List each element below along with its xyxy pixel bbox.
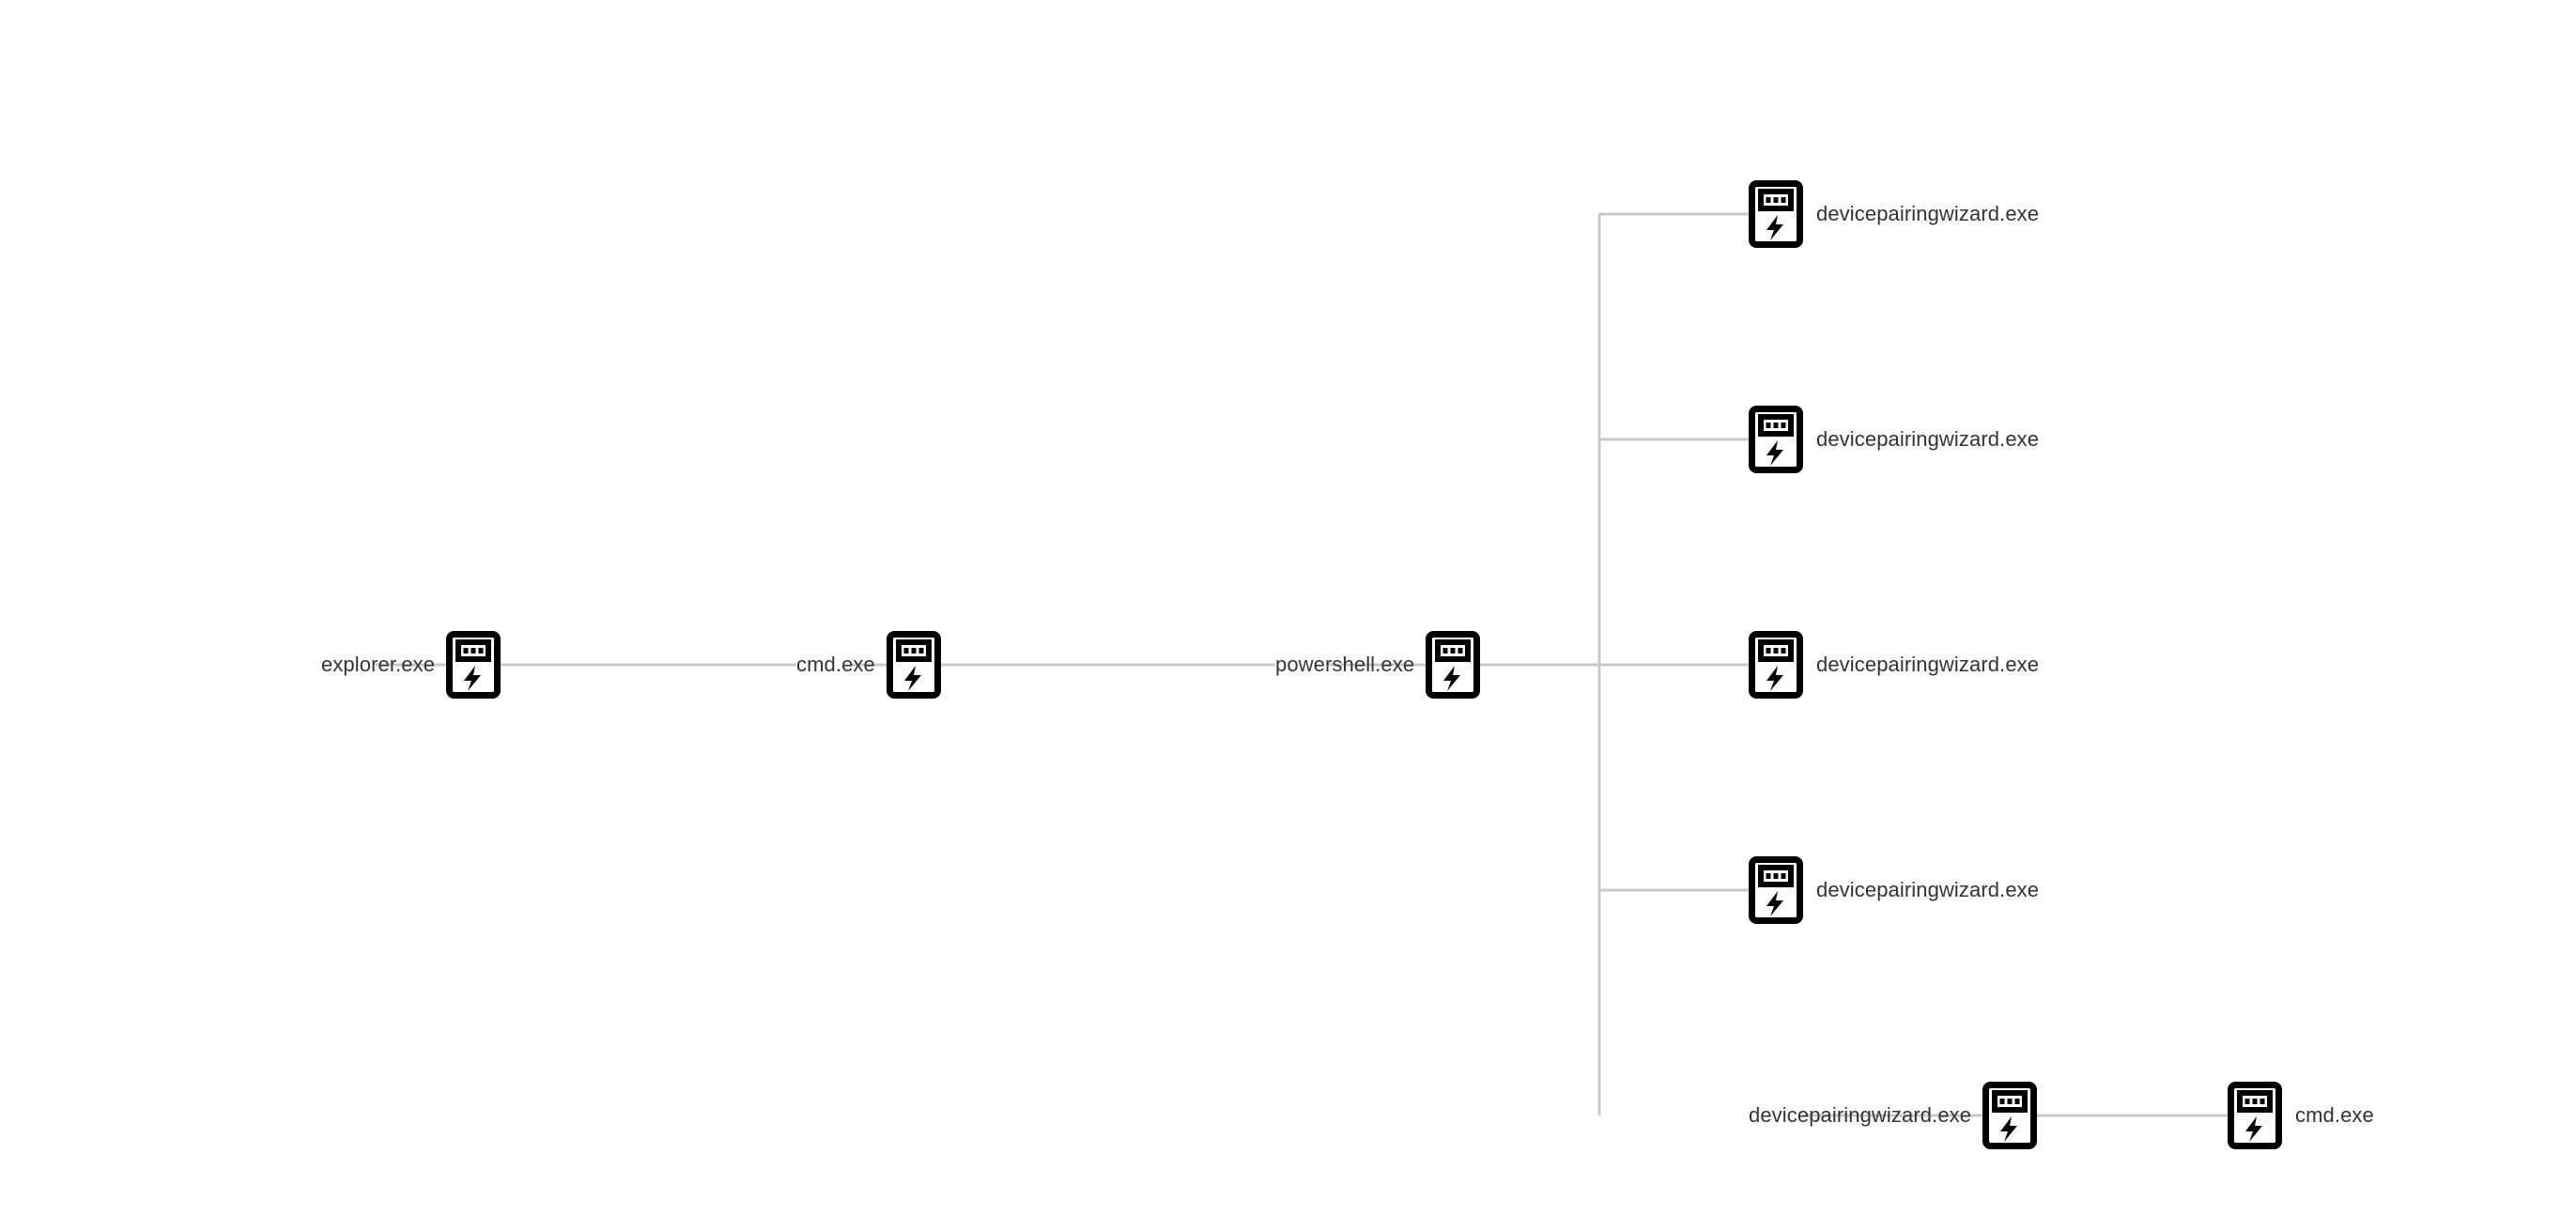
process-power-device-icon [2228,1082,2282,1149]
node-label: devicepairingwizard.exe [1816,427,2040,451]
process-power-device-icon [1749,180,1803,248]
node-label: explorer.exe [321,653,436,676]
node-label: powershell.exe [1275,653,1415,676]
process-power-device-icon [1426,631,1481,699]
node-label: devicepairingwizard.exe [1816,202,2040,225]
process-power-device-icon [1749,631,1803,699]
node-label: devicepairingwizard.exe [1816,878,2040,901]
node-label: devicepairingwizard.exe [1816,653,2040,676]
process-power-device-icon [1749,856,1803,924]
node-cmd-exe-1[interactable]: cmd.exe [796,631,941,699]
node-label: cmd.exe [2295,1103,2374,1127]
node-devicepairingwizard-exe-2[interactable]: devicepairingwizard.exe [1749,406,2039,473]
process-power-device-icon [886,631,941,699]
node-cmd-exe-2[interactable]: cmd.exe [2228,1082,2374,1149]
node-devicepairingwizard-exe-1[interactable]: devicepairingwizard.exe [1749,180,2039,248]
node-devicepairingwizard-exe-5[interactable]: devicepairingwizard.exe [1749,1082,2038,1149]
process-power-device-icon [446,631,501,699]
node-label: devicepairingwizard.exe [1749,1103,1972,1127]
node-devicepairingwizard-exe-3[interactable]: devicepairingwizard.exe [1749,631,2039,699]
process-power-device-icon [1982,1082,2038,1149]
process-power-device-icon [1749,406,1803,473]
node-powershell-exe[interactable]: powershell.exe [1275,631,1481,699]
node-explorer-exe[interactable]: explorer.exe [321,631,501,699]
node-label: cmd.exe [796,653,875,676]
node-devicepairingwizard-exe-4[interactable]: devicepairingwizard.exe [1749,856,2039,924]
